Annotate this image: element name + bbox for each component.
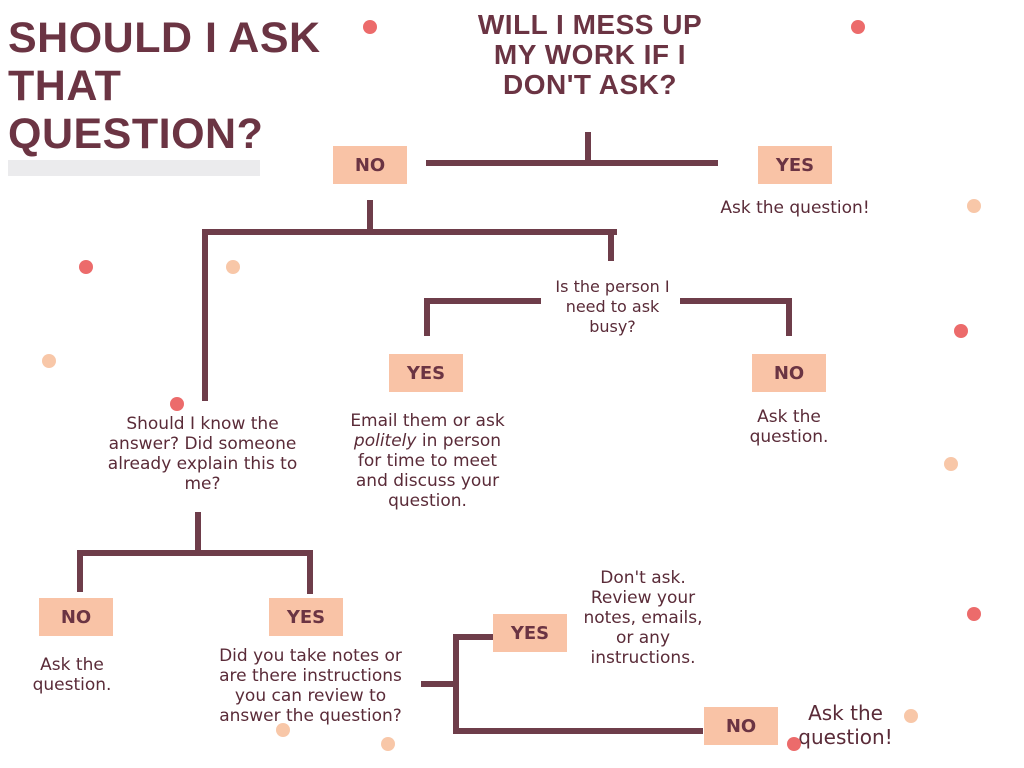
decorative-dot [226, 260, 240, 274]
connector-line [453, 634, 459, 734]
decorative-dot [851, 20, 865, 34]
connector-line [367, 200, 373, 233]
answer-box-no: NO [752, 354, 826, 392]
answer-box-yes: YES [389, 354, 463, 392]
page-title: SHOULD I ASK THAT QUESTION? [8, 14, 321, 158]
decorative-dot [967, 607, 981, 621]
connector-line [307, 550, 313, 594]
answer-box-no: NO [704, 707, 778, 745]
connector-line [453, 728, 703, 734]
title-underline [8, 160, 260, 176]
decorative-dot [944, 457, 958, 471]
answer-box-yes: YES [758, 146, 832, 184]
connector-line [202, 229, 617, 235]
connector-line [453, 634, 493, 640]
decorative-dot [42, 354, 56, 368]
decorative-dot [79, 260, 93, 274]
connector-line [680, 298, 792, 304]
answer-box-yes: YES [269, 598, 343, 636]
decorative-dot [363, 20, 377, 34]
connector-line [426, 160, 718, 166]
result-text-part: Email them or ask [350, 411, 505, 431]
result-text: Don't ask. Review your notes, emails, or… [583, 568, 703, 668]
connector-line [424, 298, 541, 304]
connector-line [424, 298, 430, 336]
decorative-dot [954, 324, 968, 338]
emphasis-text: politely [353, 431, 417, 451]
decorative-dot [276, 723, 290, 737]
answer-box-yes: YES [493, 614, 567, 652]
answer-box-no: NO [39, 598, 113, 636]
result-text: Ask the question! [798, 701, 893, 749]
decorative-dot [381, 737, 395, 751]
result-text: Ask the question. [32, 655, 112, 695]
result-text: Ask the question! [720, 198, 870, 218]
decorative-dot [904, 709, 918, 723]
decorative-dot [967, 199, 981, 213]
connector-line [585, 132, 591, 164]
know-question: Should I know the answer? Did someone al… [107, 414, 298, 494]
notes-question: Did you take notes or are there instruct… [219, 646, 402, 726]
connector-line [195, 512, 201, 554]
busy-question: Is the person I need to ask busy? [555, 277, 670, 336]
result-text-part: in person for time to meet and discuss y… [355, 431, 502, 511]
answer-box-no: NO [333, 146, 407, 184]
connector-line [786, 298, 792, 336]
decorative-dot [787, 737, 801, 751]
connector-line [77, 550, 313, 556]
connector-line [608, 229, 614, 261]
main-question: WILL I MESS UP MY WORK IF I DON'T ASK? [477, 9, 703, 100]
connector-line [77, 550, 83, 592]
decorative-dot [170, 397, 184, 411]
result-text: Ask the question. [749, 407, 829, 447]
connector-line [202, 229, 208, 401]
result-text: Email them or ask politely in person for… [350, 411, 505, 511]
connector-line [421, 681, 457, 687]
